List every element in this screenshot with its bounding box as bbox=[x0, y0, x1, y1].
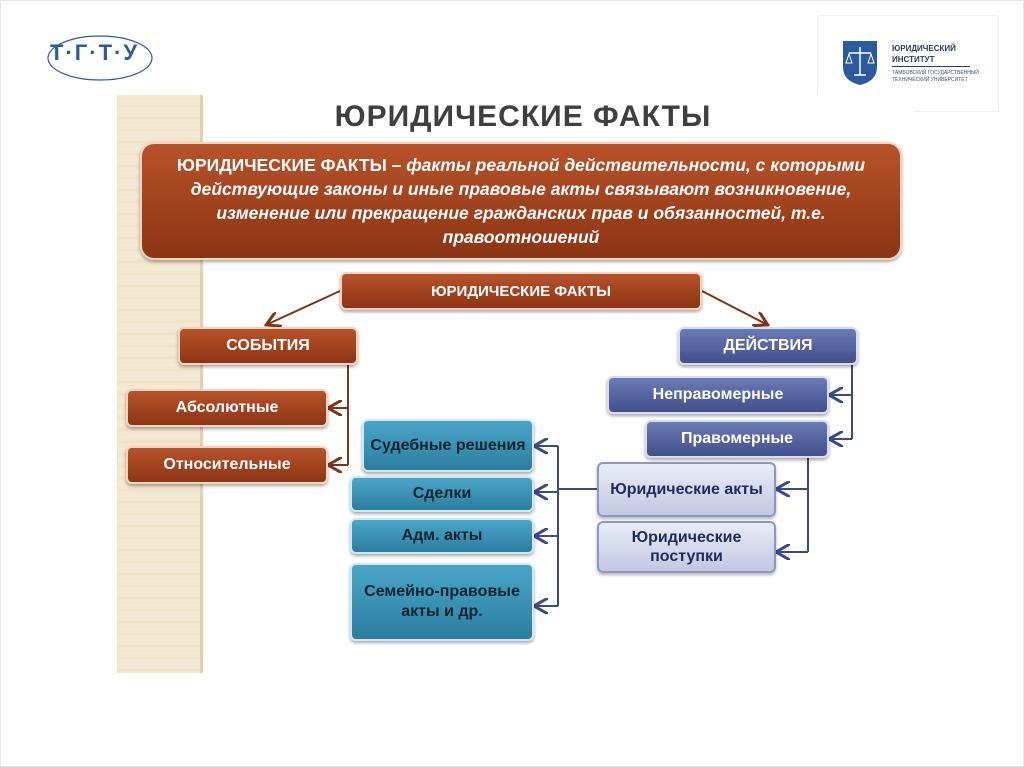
definition-body: – факты реальной действительности, с кот… bbox=[190, 155, 866, 247]
node-unlawful: Неправомерные bbox=[607, 376, 829, 414]
node-events: СОБЫТИЯ bbox=[178, 327, 358, 365]
node-actions: ДЕЙСТВИЯ bbox=[678, 327, 858, 365]
institute-name-line1: ЮРИДИЧЕСКИЙ bbox=[892, 44, 956, 53]
institute-divider bbox=[892, 66, 970, 67]
diagram-title: ЮРИДИЧЕСКИЕ ФАКТЫ bbox=[334, 100, 712, 133]
tgtu-logo-icon bbox=[47, 35, 153, 81]
institute-name-line2: ИНСТИТУТ bbox=[892, 55, 935, 64]
definition-box: ЮРИДИЧЕСКИЕ ФАКТЫ – факты реальной дейст… bbox=[140, 142, 902, 260]
scales-of-justice-icon bbox=[843, 41, 877, 85]
node-deals: Сделки bbox=[350, 476, 534, 512]
definition-text: ЮРИДИЧЕСКИЕ ФАКТЫ – факты реальной дейст… bbox=[160, 153, 882, 249]
node-legal-acts: Юридические акты bbox=[597, 462, 776, 517]
node-court-decisions: Судебные решения bbox=[362, 419, 534, 472]
node-family-law-acts: Семейно-правовые акты и др. bbox=[350, 563, 534, 641]
node-relative: Относительные bbox=[126, 446, 328, 484]
institute-subtitle-line1: ТАМБОВСКИЙ ГОСУДАРСТВЕННЫЙ bbox=[892, 70, 979, 76]
node-lawful: Правомерные bbox=[645, 420, 829, 458]
paper-strip-edge bbox=[200, 95, 203, 673]
root-node-legal-facts: ЮРИДИЧЕСКИЕ ФАКТЫ bbox=[340, 272, 702, 310]
node-administrative-acts: Адм. акты bbox=[350, 518, 534, 554]
definition-term: ЮРИДИЧЕСКИЕ ФАКТЫ bbox=[176, 155, 387, 175]
institute-subtitle-line2: ТЕХНИЧЕСКИЙ УНИВЕРСИТЕТ bbox=[892, 77, 968, 83]
node-legal-deeds: Юридические поступки bbox=[597, 521, 776, 573]
node-absolute: Абсолютные bbox=[126, 389, 328, 427]
tgtu-logo-text: Т·Г·Т·У bbox=[50, 40, 140, 65]
